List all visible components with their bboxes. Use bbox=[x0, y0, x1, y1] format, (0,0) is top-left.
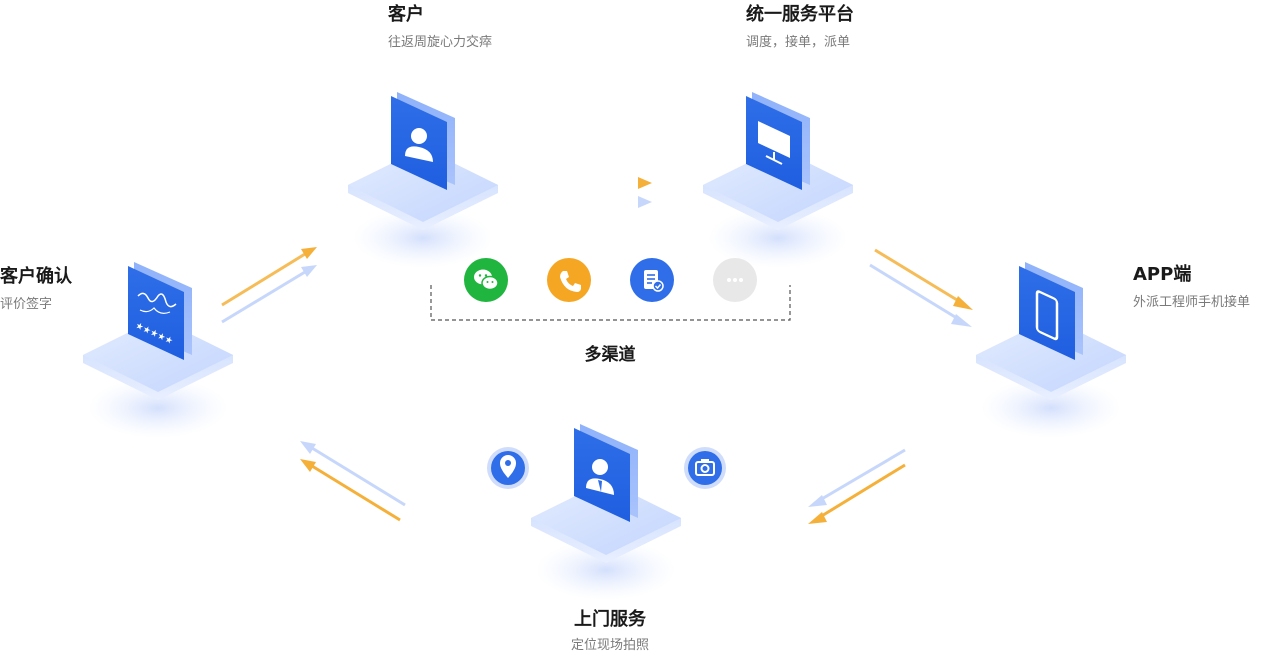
more-icon[interactable] bbox=[713, 258, 757, 302]
customer-label: 客户 往返周旋心力交瘁 bbox=[388, 4, 492, 52]
confirm-node: ★★★★★ bbox=[83, 262, 233, 438]
customer-subtitle: 往返周旋心力交瘁 bbox=[388, 35, 493, 50]
camera-icon bbox=[684, 447, 726, 489]
worker-card-icon bbox=[574, 428, 630, 522]
arrow-platform-to-app bbox=[869, 248, 973, 327]
platform-label: 统一服务平台 调度，接单，派单 bbox=[746, 4, 854, 52]
onsite-label: 上门服务 定位现场拍照 bbox=[545, 609, 675, 655]
arrow-app-to-onsite bbox=[808, 448, 906, 524]
platform-subtitle: 调度，接单，派单 bbox=[746, 35, 851, 50]
platform-title: 统一服务平台 bbox=[746, 4, 854, 25]
confirm-label: 客户确认 评价签字 bbox=[0, 266, 72, 314]
app-label: APP端 外派工程师手机接单 bbox=[1133, 264, 1250, 312]
onsite-node bbox=[531, 424, 681, 600]
platform-node bbox=[703, 92, 853, 268]
phone-icon[interactable] bbox=[547, 258, 591, 302]
wechat-icon[interactable] bbox=[464, 258, 508, 302]
onsite-title: 上门服务 bbox=[574, 609, 646, 630]
arrow-customer-to-platform bbox=[525, 177, 652, 208]
onsite-subtitle: 定位现场拍照 bbox=[570, 638, 649, 653]
location-icon bbox=[487, 447, 529, 489]
app-subtitle: 外派工程师手机接单 bbox=[1133, 295, 1251, 310]
arrow-onsite-to-confirm bbox=[300, 441, 406, 522]
arrow-confirm-to-customer bbox=[221, 247, 317, 324]
phone-card-icon bbox=[1019, 266, 1075, 360]
customer-node bbox=[348, 92, 498, 268]
app-node bbox=[976, 262, 1126, 438]
signature-card-icon bbox=[128, 266, 184, 360]
channels-bracket bbox=[430, 285, 791, 321]
channels-title: 多渠道 bbox=[584, 345, 636, 365]
form-icon[interactable] bbox=[630, 258, 674, 302]
customer-title: 客户 bbox=[388, 4, 424, 25]
app-title: APP端 bbox=[1133, 264, 1192, 285]
confirm-subtitle: 评价签字 bbox=[0, 297, 53, 312]
confirm-title: 客户确认 bbox=[0, 266, 72, 287]
